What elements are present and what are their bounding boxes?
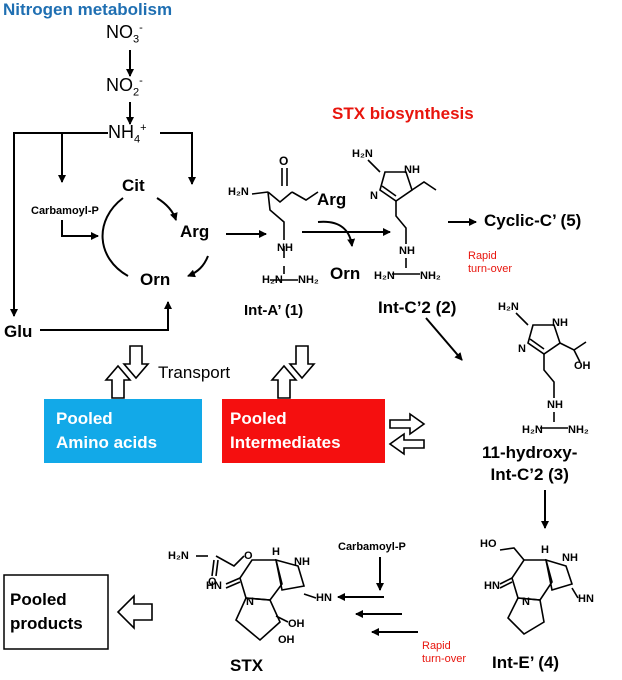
pooled-amino-acids-box (44, 399, 202, 463)
rapid-turnover-note-2: Rapid turn-over (422, 640, 466, 666)
orn-product-label: Orn (330, 264, 361, 283)
int-c2-structure (367, 159, 437, 275)
products-line2: products (10, 614, 83, 633)
hydroxy-n-atom: N (518, 343, 526, 355)
int-c2-n-atom: N (370, 190, 378, 202)
int-c2-amine-atom: H₂N (352, 148, 373, 160)
pooled-amino-acids-text: Pooled Amino acids (56, 403, 157, 459)
hydroxy-amine-atom: H₂N (498, 301, 519, 313)
hydroxy-int-c2-label: 11-hydroxy- Int-C’2 (3) (482, 442, 577, 486)
rapid-turnover-1-line1: Rapid (468, 250, 497, 262)
stx-oh-atom-2: OH (278, 634, 295, 646)
int-e-label: Int-E’ (4) (492, 653, 560, 672)
stx-hn-atom: HN (316, 592, 332, 604)
carbamoyl-p-label-left: Carbamoyl-P (31, 205, 99, 217)
stx-pathway-arrows (302, 218, 549, 636)
nitrogen-metabolism-heading: Nitrogen metabolism (3, 0, 173, 19)
products-line1: Pooled (10, 590, 67, 609)
int-a-structure (251, 168, 319, 281)
hydroxy-amino-atom-1: H₂N (522, 424, 543, 436)
arg-substrate-label: Arg (317, 190, 347, 209)
int-a-label: Int-A’ (1) (244, 302, 304, 319)
pooled-products-text: Pooled products (10, 580, 83, 644)
int-e-hn-atom: HN (578, 593, 594, 605)
stx-h-atom: H (272, 546, 280, 558)
rapid-turnover-2-line2: turn-over (422, 653, 467, 665)
hydroxy-label-line1: 11-hydroxy- (482, 443, 578, 462)
int-a-amine-atom: H₂N (228, 186, 249, 198)
nitrite-label: NO2- (106, 75, 143, 99)
stx-label: STX (230, 656, 264, 675)
pooled-products-box (3, 574, 109, 650)
glutamate-label: Glu (4, 322, 33, 341)
int-a-nh-atom: NH (277, 242, 293, 254)
int-e-hn2-atom: HN (484, 580, 500, 592)
intermediates-line2: Intermediates (230, 433, 341, 452)
int-c2-amino-atom-1: H₂N (374, 270, 395, 282)
rapid-turnover-1-line2: turn-over (468, 263, 513, 275)
stx-biosynthesis-heading: STX biosynthesis (332, 104, 474, 123)
intermediates-line1: Pooled (230, 409, 287, 428)
nitrate-label: NO3- (106, 22, 143, 46)
int-c2-nh-atom: NH (404, 164, 420, 176)
stx-hn2-atom: HN (206, 580, 222, 592)
int-e-n-atom: N (522, 596, 530, 608)
pooled-intermediates-text: Pooled Intermediates (230, 403, 341, 459)
carbamoyl-p-label-right: Carbamoyl-P (338, 541, 406, 553)
int-e-ho-atom: HO (480, 538, 497, 550)
stx-oh-atom-1: OH (288, 618, 305, 630)
citrulline-label: Cit (122, 176, 145, 195)
int-e-h-atom: H (541, 544, 549, 556)
int-c2-guanidine-nh: NH (399, 245, 415, 257)
rapid-turnover-note-1: Rapid turn-over (468, 250, 512, 276)
int-c2-amino-atom-2: NH₂ (420, 270, 441, 282)
pooled-intermediates-box (222, 399, 385, 463)
hydroxy-guanidine-nh: NH (547, 399, 563, 411)
hydroxy-amino-atom-2: NH₂ (568, 424, 589, 436)
int-a-oxygen-atom: O (279, 154, 289, 168)
stx-ester-o-atom: O (244, 550, 253, 562)
transport-arrows (104, 345, 426, 630)
transport-label: Transport (158, 363, 231, 382)
int-c2-label: Int-C’2 (2) (378, 298, 457, 317)
stx-carbonyl-o-atom: O (208, 576, 217, 588)
ornithine-label: Orn (140, 270, 171, 289)
cyclic-c-label: Cyclic-C’ (5) (484, 211, 582, 230)
hydroxy-label-line2: Int-C’2 (3) (490, 465, 569, 484)
int-e-structure (499, 547, 579, 636)
int-a-amino-atom-1: H₂N (262, 274, 283, 286)
ammonium-arrows (10, 132, 196, 331)
amino-acids-line1: Pooled (56, 409, 113, 428)
hydroxy-oh-atom: OH (574, 360, 591, 372)
rapid-turnover-2-line1: Rapid (422, 640, 451, 652)
stx-structure (196, 555, 317, 642)
int-e-nh-atom: NH (562, 552, 578, 564)
stx-n-atom: N (246, 596, 254, 608)
amino-acids-line2: Amino acids (56, 433, 158, 452)
urea-cycle-arrows (101, 197, 267, 278)
ammonium-label: NH4+ (108, 122, 147, 146)
hydroxy-nh-atom: NH (552, 317, 568, 329)
stx-nh-atom: NH (294, 556, 310, 568)
int-a-amino-atom-2: NH₂ (298, 274, 319, 286)
hydroxy-int-c2-structure (515, 312, 587, 429)
stx-amine-atom: H₂N (168, 550, 189, 562)
arginine-label: Arg (180, 222, 210, 241)
